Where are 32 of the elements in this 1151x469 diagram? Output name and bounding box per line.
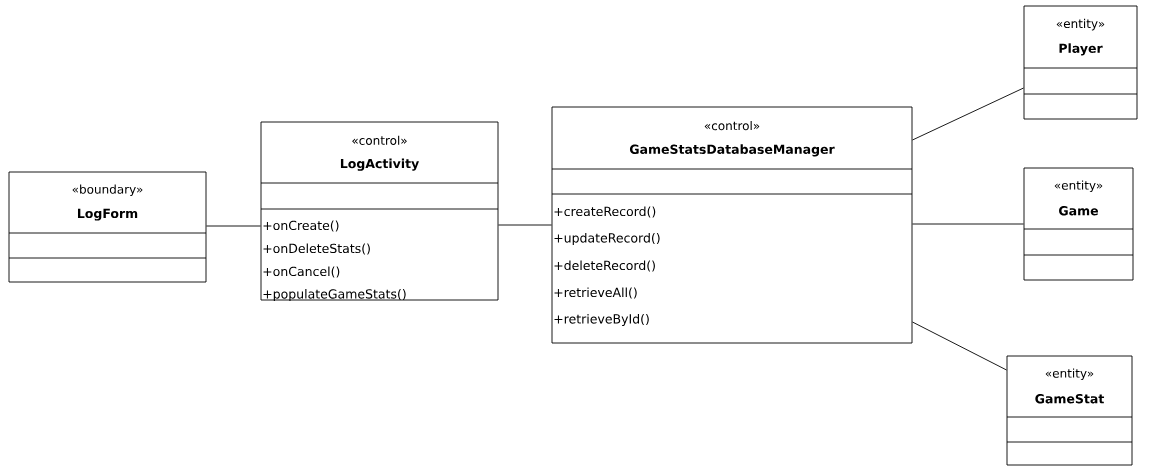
- association-line: [206, 225, 261, 227]
- class-box: [8, 171, 207, 283]
- class-name: LogActivity: [340, 158, 419, 171]
- method-label: +deleteRecord(): [554, 260, 655, 272]
- method-label: +onCancel(): [263, 266, 340, 278]
- stereotype-label: «entity»: [1056, 18, 1105, 31]
- method-label: +populateGameStats(): [263, 288, 406, 302]
- stereotype-label: «control»: [352, 135, 407, 145]
- method-label: +updateRecord(): [554, 232, 660, 246]
- class-box: [260, 121, 499, 301]
- association-line: [912, 321, 1007, 371]
- class-box: [1023, 167, 1134, 281]
- method-label: +onCreate(): [263, 220, 339, 232]
- association-line: [912, 87, 1024, 141]
- class-name: LogForm: [78, 208, 138, 221]
- class-box: [1023, 5, 1138, 120]
- method-label: +onDeleteStats(): [263, 243, 370, 255]
- class-name: Game: [1059, 205, 1098, 216]
- method-label: +retrieveById(): [554, 313, 649, 327]
- stereotype-label: «boundary»: [72, 184, 143, 197]
- class-box: [1006, 355, 1133, 466]
- association-line: [912, 223, 1024, 225]
- class-box: [551, 106, 913, 344]
- stereotype-label: «entity»: [1054, 180, 1103, 193]
- class-name: GameStatsDatabaseManager: [629, 144, 835, 157]
- stereotype-label: «entity»: [1045, 368, 1094, 381]
- stereotype-label: «control»: [704, 120, 760, 131]
- class-name: GameStat: [1035, 393, 1104, 404]
- class-name: Player: [1059, 43, 1103, 56]
- association-line: [498, 224, 552, 226]
- method-label: +retrieveAll(): [554, 287, 637, 299]
- method-label: +createRecord(): [554, 206, 656, 218]
